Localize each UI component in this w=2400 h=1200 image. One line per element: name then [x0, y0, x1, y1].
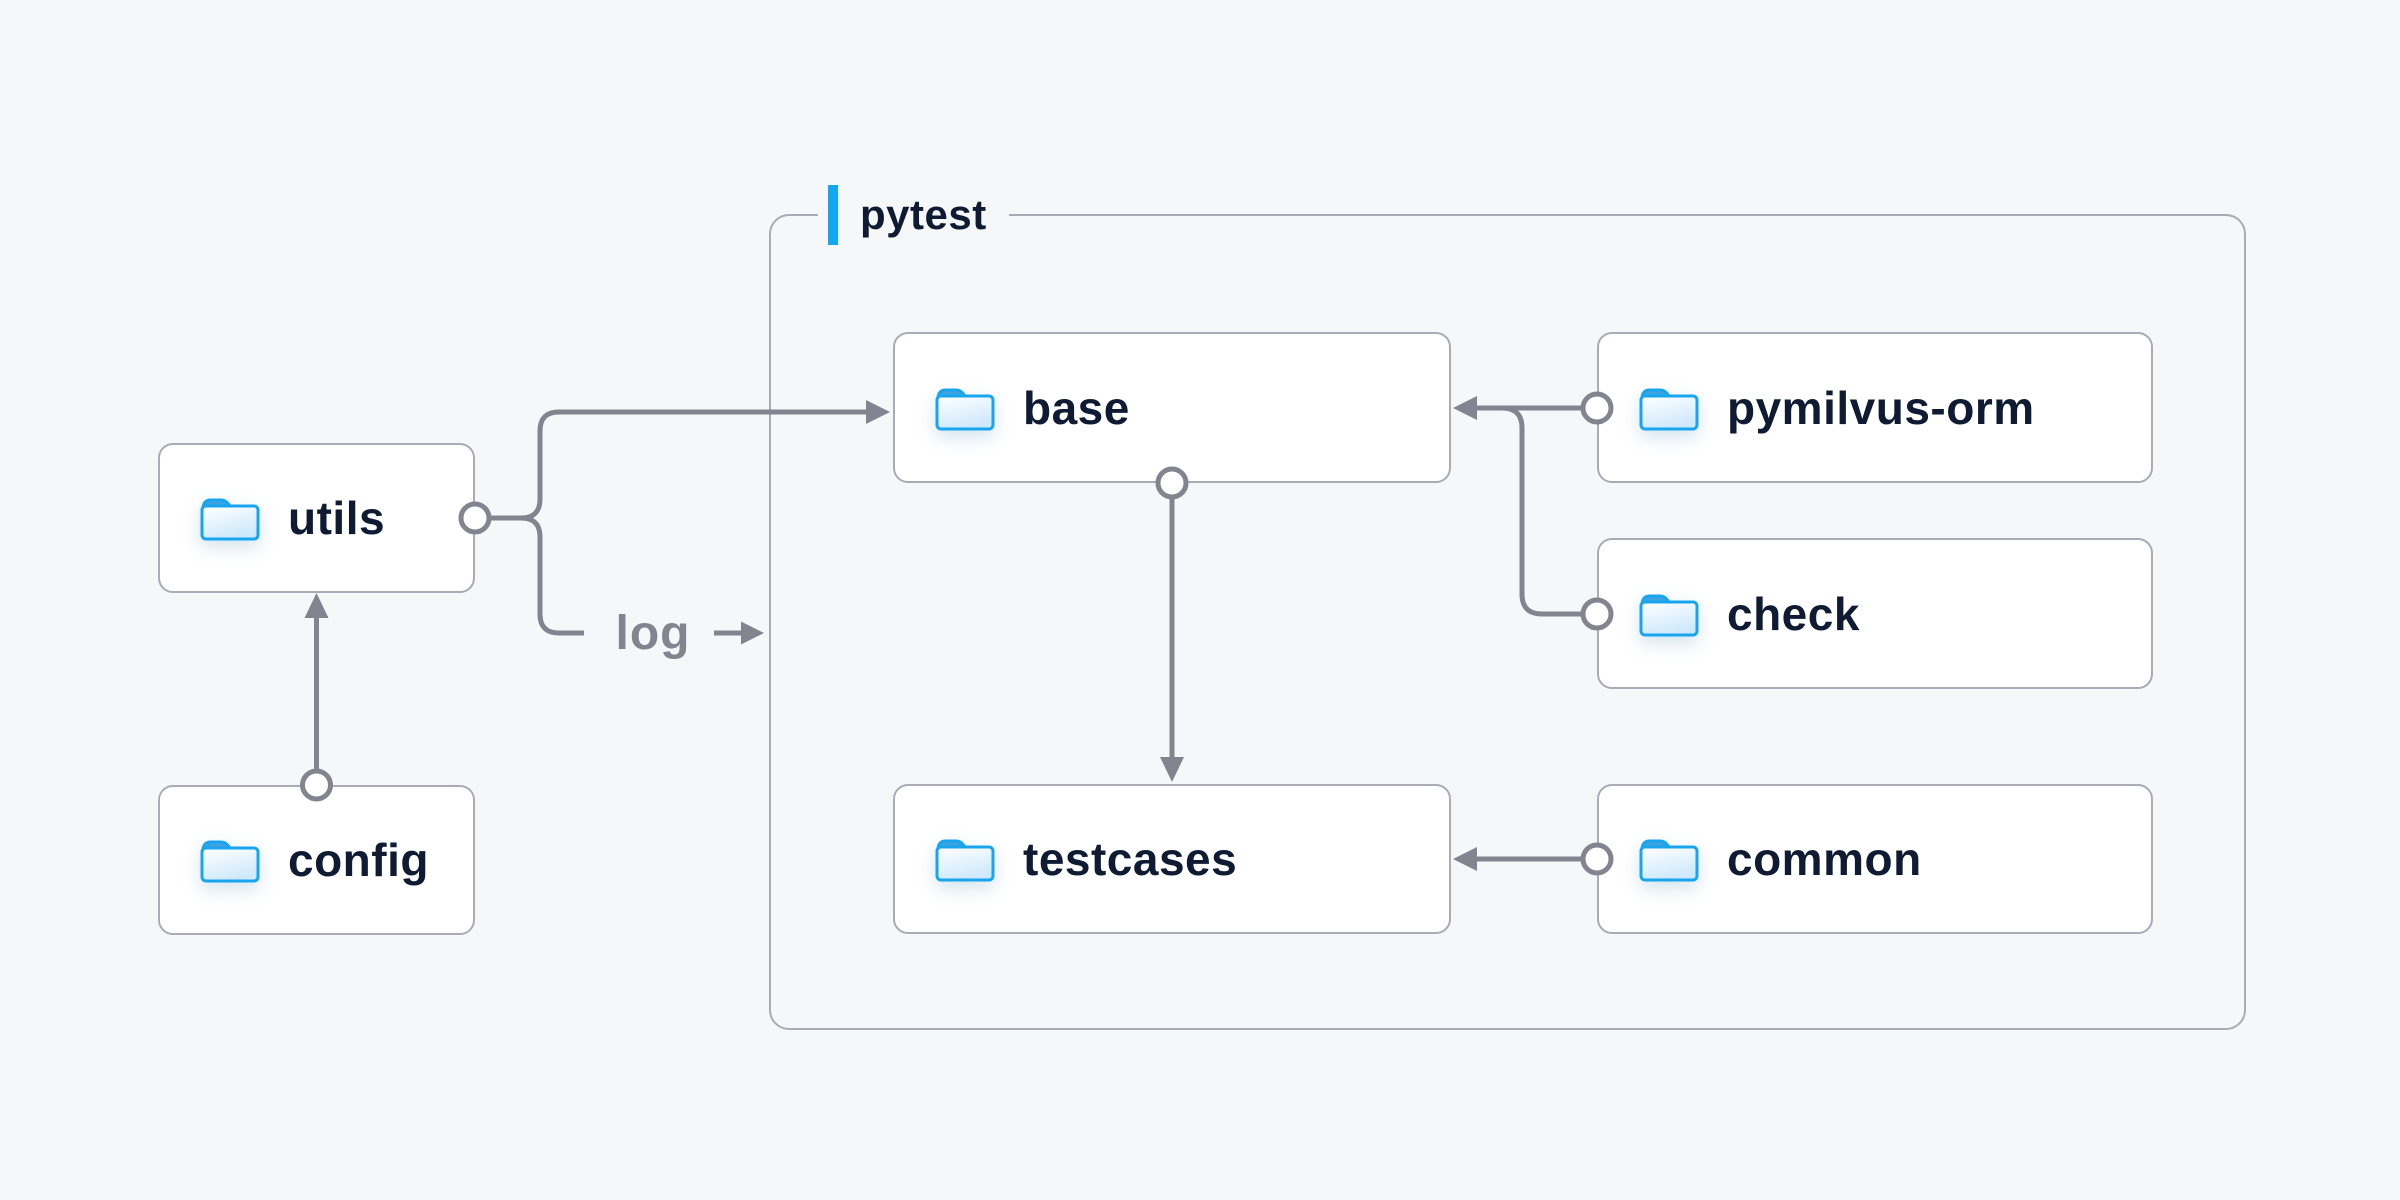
folder-icon	[198, 493, 262, 543]
node-utils: utils	[158, 443, 475, 593]
folder-icon	[933, 383, 997, 433]
folder-icon	[1637, 834, 1701, 884]
edge-label-log: log	[615, 607, 691, 660]
pytest-group-label: pytest	[818, 183, 1009, 247]
pytest-group-container	[769, 214, 2246, 1030]
node-pymilvus-orm: pymilvus-orm	[1597, 332, 2153, 483]
node-check: check	[1597, 538, 2153, 689]
pytest-group-title: pytest	[860, 191, 987, 238]
node-label: base	[1023, 381, 1130, 434]
folder-icon	[1637, 383, 1701, 433]
node-label: utils	[288, 492, 386, 544]
node-testcases: testcases	[893, 784, 1451, 934]
arrowhead-up-utils	[304, 593, 329, 618]
accent-bar	[828, 185, 838, 245]
arrowhead-log	[741, 621, 764, 645]
folder-icon	[1637, 589, 1701, 639]
node-label: common	[1727, 833, 1922, 885]
node-label: config	[288, 834, 429, 886]
node-label: pymilvus-orm	[1727, 381, 2035, 434]
node-label: check	[1727, 587, 1860, 640]
folder-icon	[198, 835, 262, 885]
node-base: base	[893, 332, 1451, 483]
node-config: config	[158, 785, 475, 935]
node-common: common	[1597, 784, 2153, 934]
edge-utils-to-log	[520, 515, 584, 636]
node-label: testcases	[1023, 833, 1238, 885]
folder-icon	[933, 834, 997, 884]
